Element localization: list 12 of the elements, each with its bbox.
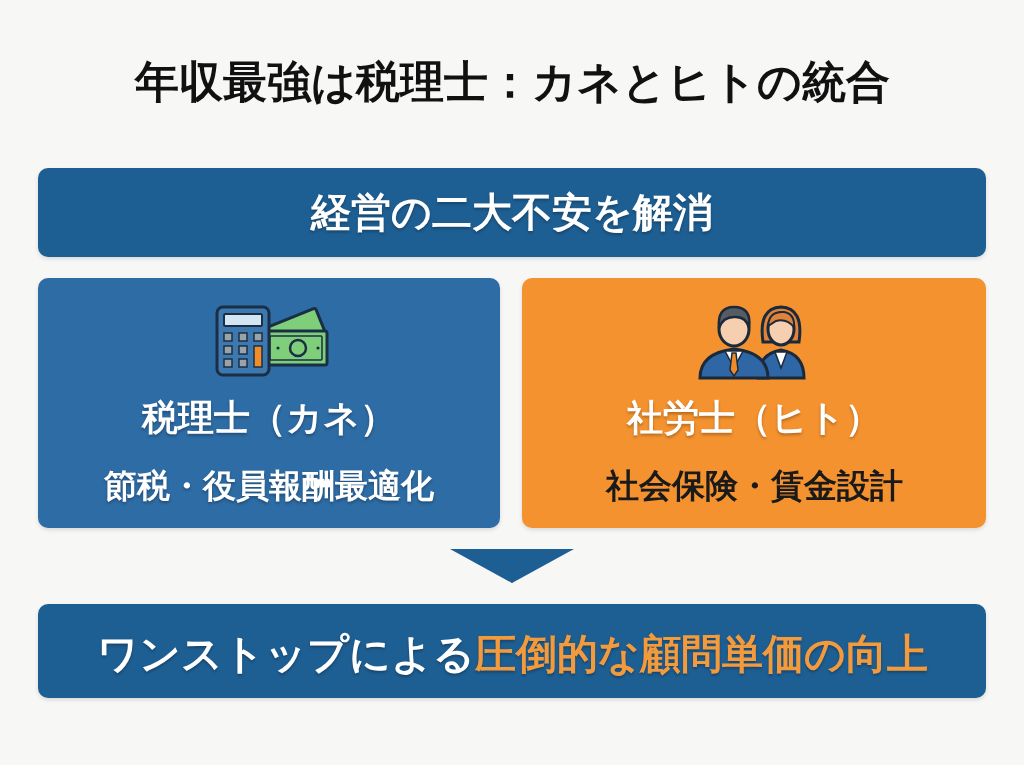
summary-text: ワンストップによる圧倒的な顧問単価の向上 [96, 631, 928, 679]
result-bar [38, 604, 986, 698]
card-text: 社会保険・賃金設計 [605, 467, 903, 505]
page-title: 年収最強は税理士：カネとヒトの統合 [134, 57, 890, 108]
card-title: 税理士（カネ） [142, 397, 396, 439]
card-text: 節税・役員報酬最適化 [104, 467, 434, 505]
category-card [38, 278, 500, 528]
header-bar [38, 168, 986, 257]
category-card [522, 278, 986, 528]
chevron-arrow [450, 548, 574, 584]
card-title: 社労士（ヒト） [627, 397, 881, 439]
heading-text: 経営の二大不安を解消 [311, 189, 713, 235]
